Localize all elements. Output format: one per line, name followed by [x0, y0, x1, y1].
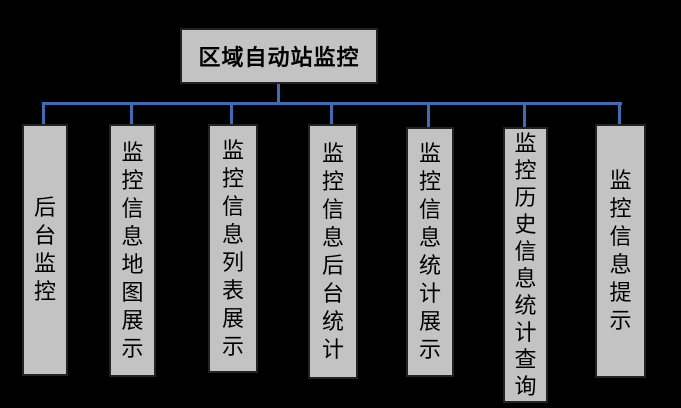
node-backend-monitoring: 后台监控 — [22, 124, 68, 376]
node-label: 监控信息后台统计 — [321, 140, 344, 362]
root-node: 区域自动站监控 — [180, 28, 378, 84]
root-node-label: 区域自动站监控 — [198, 45, 360, 70]
connector-root-stub — [277, 84, 280, 103]
connector-stub-4 — [330, 104, 333, 130]
connector-stub-2 — [130, 104, 133, 130]
connector-stub-6 — [523, 104, 526, 130]
node-label: 后台监控 — [33, 195, 56, 304]
node-monitoring-info-statistics-display: 监控信息统计展示 — [406, 127, 454, 377]
node-label: 监控信息地图展示 — [121, 139, 144, 361]
node-label: 监控信息统计展示 — [418, 141, 441, 362]
node-label: 监控历史信息统计查询 — [514, 131, 537, 399]
connector-stub-5 — [427, 104, 430, 130]
connector-stub-1 — [42, 104, 45, 130]
connector-horizontal-bus — [42, 102, 622, 105]
node-label: 监控信息提示 — [609, 168, 632, 333]
node-label: 监控信息列表展示 — [221, 137, 244, 359]
node-monitoring-info-backend-statistics: 监控信息后台统计 — [308, 124, 358, 379]
node-monitoring-info-map-display: 监控信息地图展示 — [109, 124, 156, 377]
connector-stub-7 — [618, 104, 621, 130]
node-monitoring-info-list-display: 监控信息列表展示 — [208, 124, 258, 373]
connector-stub-3 — [230, 104, 233, 130]
node-monitoring-info-alert: 监控信息提示 — [595, 124, 646, 378]
node-monitoring-history-statistics-query: 监控历史信息统计查询 — [503, 127, 548, 403]
